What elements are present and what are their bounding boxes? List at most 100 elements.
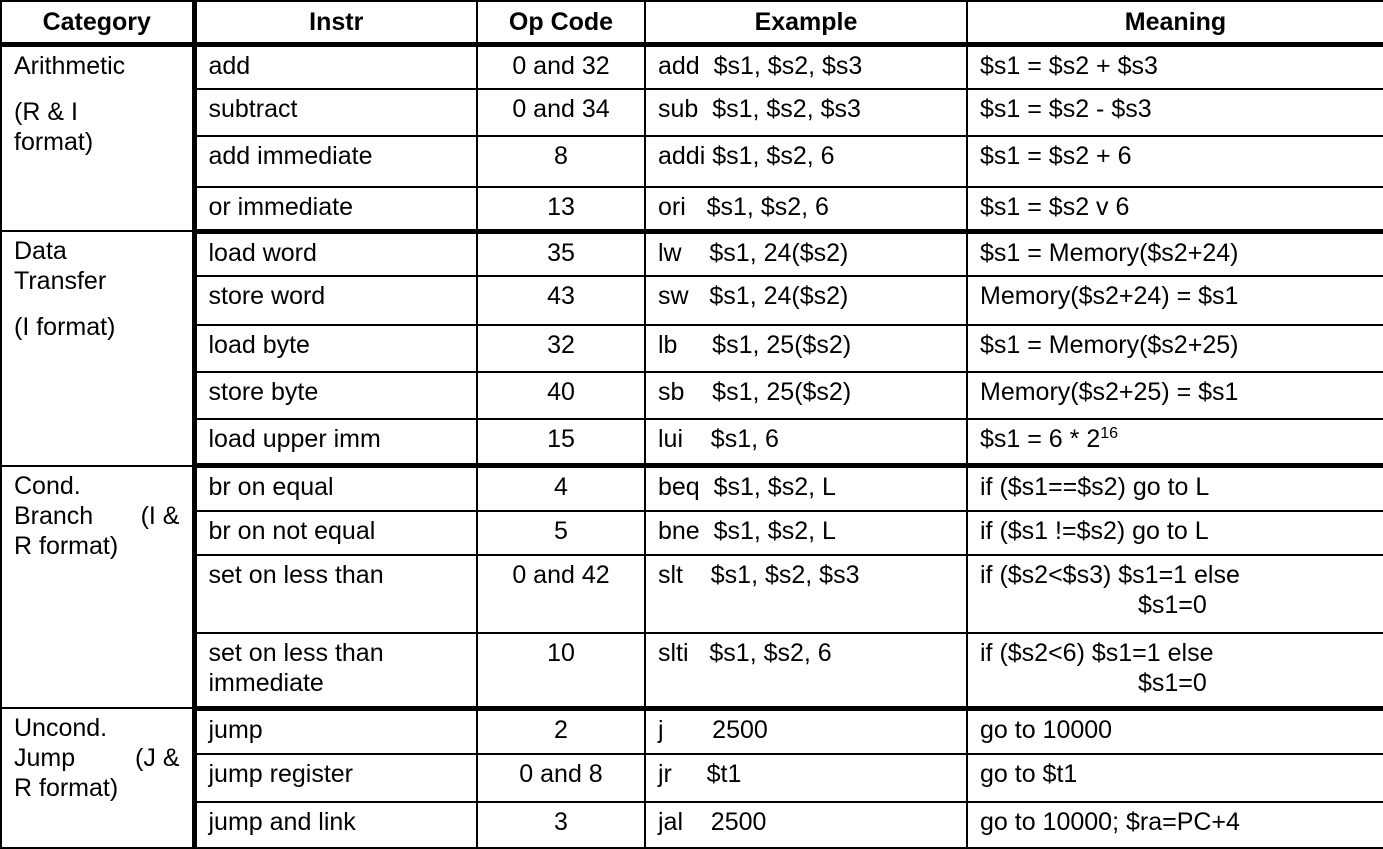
meaning-cell: if ($s2<6) $s1=1 else $s1=0 <box>966 631 1383 711</box>
instr-cell: load upper imm <box>193 417 478 469</box>
instr-line: set on less than <box>208 638 384 667</box>
category-line: (R & I <box>14 97 78 126</box>
example-cell: sw $s1, 24($s2) <box>644 275 968 327</box>
meaning-cell: $s1 = Memory($s2+25) <box>966 324 1383 374</box>
table-row: load byte 32 lb $s1, 25($s2) $s1 = Memor… <box>1 324 1383 374</box>
opcode-cell: 0 and 8 <box>476 753 646 803</box>
meaning-cell: go to 10000 <box>966 707 1383 756</box>
category-line: Jump(J & <box>14 743 180 773</box>
example-cell: sb $s1, 25($s2) <box>644 371 968 420</box>
instr-line: immediate <box>208 668 324 697</box>
example-cell: sub $s1, $s2, $s3 <box>644 87 968 137</box>
category-word: Branch <box>14 501 94 530</box>
category-word: (J & <box>135 744 180 773</box>
opcode-cell: 35 <box>476 230 646 278</box>
meaning-cell: $s1 = $s2 v 6 <box>966 185 1383 234</box>
instr-cell: or immediate <box>193 185 478 234</box>
instr-cell: set on less than immediate <box>193 631 478 711</box>
meaning-cell: $s1 = 6 * 216 <box>966 417 1383 469</box>
meaning-cell: go to 10000; $ra=PC+4 <box>966 801 1383 849</box>
table-row: jump and link 3 jal 2500 go to 10000; $r… <box>1 801 1383 849</box>
meaning-cell: if ($s1==$s2) go to L <box>966 464 1383 512</box>
category-line: (I format) <box>14 313 116 342</box>
category-line: R format) <box>14 531 119 560</box>
instr-cell: jump <box>193 707 478 756</box>
header-opcode: Op Code <box>476 0 646 47</box>
meaning-cell: if ($s1 !=$s2) go to L <box>966 509 1383 557</box>
category-word: (I & <box>140 501 180 530</box>
opcode-cell: 13 <box>476 185 646 234</box>
category-arithmetic: Arithmetic (R & I format) <box>0 42 197 233</box>
meaning-line: $s1=0 <box>1138 668 1207 697</box>
category-uncond-jump: Uncond. Jump(J & R format) <box>0 707 197 849</box>
instr-cell: add <box>193 43 478 90</box>
meaning-cell: if ($s2<$s3) $s1=1 else $s1=0 <box>966 554 1383 634</box>
instr-cell: add immediate <box>193 134 478 188</box>
example-cell: bne $s1, $s2, L <box>644 509 968 557</box>
meaning-cell: $s1 = $s2 + 6 <box>966 134 1383 188</box>
meaning-line: if ($s2<6) $s1=1 else <box>980 638 1214 667</box>
instr-cell: load word <box>193 230 478 278</box>
example-cell: addi $s1, $s2, 6 <box>644 134 968 188</box>
header-meaning: Meaning <box>966 0 1383 47</box>
table-row: Data Transfer (I format) load word 35 lw… <box>0 230 1383 467</box>
category-data-transfer: Data Transfer (I format) <box>0 230 197 467</box>
table-row: subtract 0 and 34 sub $s1, $s2, $s3 $s1 … <box>1 87 1383 137</box>
table-row: Cond. Branch(I & R format) br on equal 4… <box>0 464 1383 710</box>
instr-cell: br on equal <box>193 464 478 512</box>
opcode-cell: 43 <box>476 275 646 327</box>
exponent: 16 <box>1100 424 1119 442</box>
category-line: Data <box>14 237 67 266</box>
example-cell: jr $t1 <box>644 753 968 803</box>
category-line: Arithmetic <box>14 51 126 80</box>
instr-cell: store byte <box>193 371 478 420</box>
category-line: R format) <box>14 774 119 803</box>
table-row: set on less than 0 and 42 slt $s1, $s2, … <box>1 554 1383 634</box>
example-cell: slti $s1, $s2, 6 <box>644 631 968 711</box>
table-row: br on not equal 5 bne $s1, $s2, L if ($s… <box>1 509 1383 557</box>
table-row: jump register 0 and 8 jr $t1 go to $t1 <box>1 753 1383 803</box>
table-row: store word 43 sw $s1, 24($s2) Memory($s2… <box>1 275 1383 327</box>
table-row: or immediate 13 ori $s1, $s2, 6 $s1 = $s… <box>1 185 1383 234</box>
table-row: set on less than immediate 10 slti $s1, … <box>1 631 1383 711</box>
opcode-cell: 5 <box>476 509 646 557</box>
instr-cell: set on less than <box>193 554 478 634</box>
opcode-cell: 2 <box>476 707 646 756</box>
meaning-line: $s1=0 <box>1138 591 1207 620</box>
header-row: Category Instr Op Code Example Meaning <box>0 0 1383 47</box>
table-row: Uncond. Jump(J & R format) jump 2 j 2500… <box>0 707 1383 849</box>
category-line: format) <box>14 127 94 156</box>
instr-cell: br on not equal <box>193 509 478 557</box>
meaning-line: if ($s2<$s3) $s1=1 else <box>980 561 1240 590</box>
meaning-cell: $s1 = $s2 - $s3 <box>966 87 1383 137</box>
example-cell: slt $s1, $s2, $s3 <box>644 554 968 634</box>
table-row: add immediate 8 addi $s1, $s2, 6 $s1 = $… <box>1 134 1383 188</box>
opcode-cell: 0 and 42 <box>476 554 646 634</box>
category-line: Transfer <box>14 267 107 296</box>
example-cell: ori $s1, $s2, 6 <box>644 185 968 234</box>
header-category: Category <box>0 0 197 47</box>
instr-cell: subtract <box>193 87 478 137</box>
example-cell: jal 2500 <box>644 801 968 849</box>
opcode-cell: 8 <box>476 134 646 188</box>
instr-cell: jump register <box>193 753 478 803</box>
category-line: Uncond. <box>14 714 108 743</box>
table-row: Arithmetic (R & I format) add 0 and 32 a… <box>0 42 1383 233</box>
meaning-cell: $s1 = Memory($s2+24) <box>966 230 1383 278</box>
opcode-cell: 15 <box>476 417 646 469</box>
opcode-cell: 10 <box>476 631 646 711</box>
example-cell: beq $s1, $s2, L <box>644 464 968 512</box>
category-line: Branch (I & <box>14 501 180 531</box>
instr-cell: jump and link <box>193 801 478 849</box>
example-cell: lw $s1, 24($s2) <box>644 230 968 278</box>
opcode-cell: 0 and 34 <box>476 87 646 137</box>
example-cell: add $s1, $s2, $s3 <box>644 43 968 90</box>
opcode-cell: 32 <box>476 324 646 374</box>
header-instr: Instr <box>193 0 478 47</box>
opcode-cell: 0 and 32 <box>476 43 646 90</box>
meaning-cell: go to $t1 <box>966 753 1383 803</box>
example-cell: lb $s1, 25($s2) <box>644 324 968 374</box>
opcode-cell: 4 <box>476 464 646 512</box>
header-example: Example <box>644 0 968 47</box>
